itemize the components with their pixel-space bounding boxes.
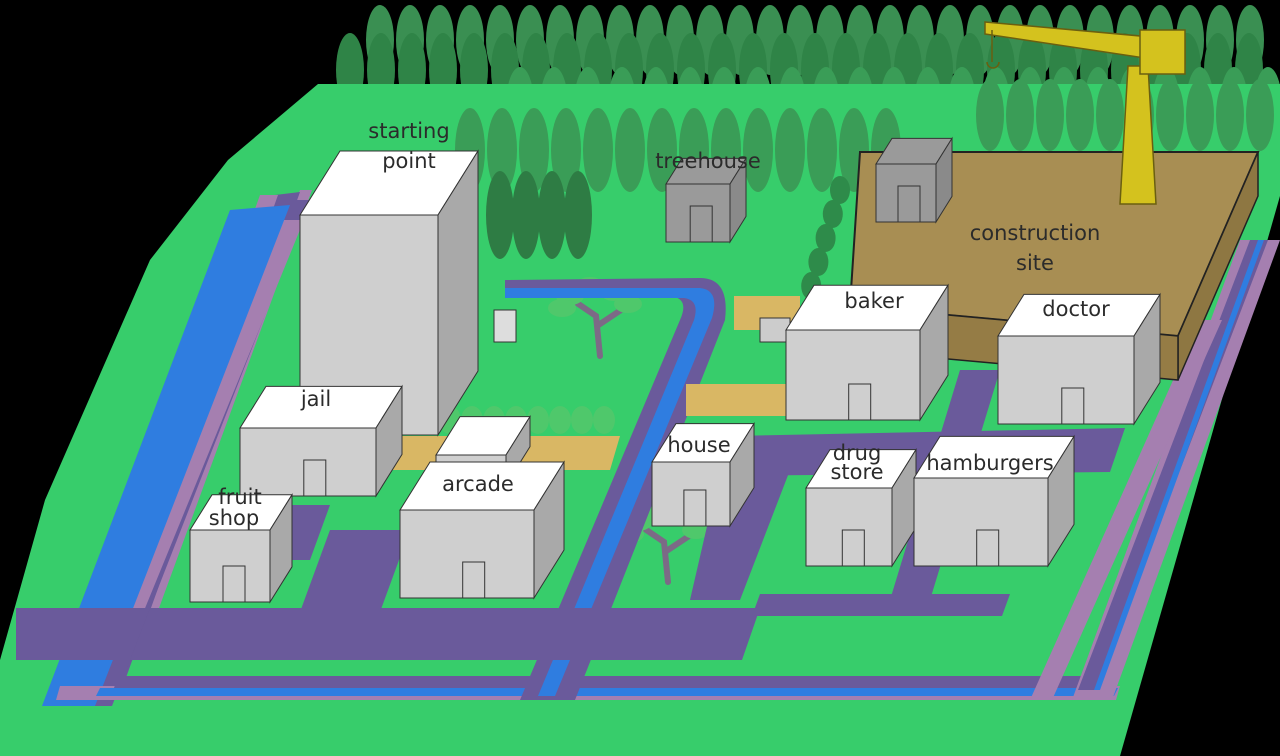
door-icon <box>303 459 327 497</box>
bottom-road <box>114 676 1120 688</box>
bush-icon <box>527 406 549 434</box>
doctor-label: doctor <box>1042 297 1110 321</box>
bush-icon <box>808 248 829 276</box>
treehouse-label: treehouse <box>655 149 761 173</box>
door-icon <box>689 205 713 243</box>
river <box>42 205 290 706</box>
tree-icon <box>807 108 837 192</box>
jail-label: jail <box>300 387 331 411</box>
tree-icon <box>538 171 566 259</box>
starting-point-label-1: starting <box>368 119 449 143</box>
tree-icon <box>976 79 1004 151</box>
bottom-river <box>96 688 1118 696</box>
right-stream <box>1094 240 1264 690</box>
center-river <box>505 288 715 696</box>
construction-shed[interactable] <box>875 136 953 224</box>
tree-icon <box>1096 79 1124 151</box>
tree-icon <box>512 171 540 259</box>
kiosk <box>493 309 517 343</box>
door-icon <box>683 489 707 527</box>
bush-icon <box>822 200 843 228</box>
tree-icon <box>564 171 592 259</box>
treehouse-building[interactable] <box>665 156 747 244</box>
lower-road <box>130 608 760 660</box>
door-icon <box>1061 387 1085 425</box>
tree-icon <box>519 108 549 192</box>
arcade-label: arcade <box>442 472 514 496</box>
right-lower-road <box>752 594 1010 616</box>
tree-icon <box>1186 79 1214 151</box>
door-icon <box>841 529 865 567</box>
crane-icon <box>984 21 1186 205</box>
door-icon <box>462 561 486 599</box>
door-icon <box>897 185 921 223</box>
tree-icon <box>775 108 805 192</box>
drug-store-label-2: store <box>830 460 883 484</box>
buildings <box>189 136 1161 604</box>
bush-icon <box>571 406 593 434</box>
tree-icon <box>486 171 514 259</box>
tree-icon <box>1006 79 1034 151</box>
house-label: house <box>667 433 730 457</box>
fruit-shop-building[interactable] <box>189 493 293 604</box>
tree-icon <box>1216 79 1244 151</box>
tree-icon <box>487 108 517 192</box>
tree-icon <box>615 108 645 192</box>
forest-front <box>439 79 1274 585</box>
fruit-shop-label-2: shop <box>209 506 259 530</box>
drug-store-label-1: drug <box>833 441 882 465</box>
door-icon <box>848 383 872 421</box>
bush-icon <box>549 406 571 434</box>
fruit-shop-label-1: fruit <box>218 485 261 509</box>
tree-icon <box>1036 79 1064 151</box>
doctor-building[interactable] <box>997 292 1161 426</box>
baker-building[interactable] <box>785 283 949 422</box>
hamburgers-label: hamburgers <box>926 451 1053 475</box>
tree-icon <box>583 108 613 192</box>
door-icon <box>222 565 246 603</box>
starting-point-label-2: point <box>382 149 436 173</box>
right-sidewalk-2 <box>1030 320 1222 700</box>
jail-building[interactable] <box>239 384 403 498</box>
construction-site-label-1: construction <box>970 221 1101 245</box>
drug-store-building[interactable] <box>805 447 917 568</box>
baker-label: baker <box>844 289 904 313</box>
arcade-building[interactable] <box>399 460 565 600</box>
tree-icon <box>1066 79 1094 151</box>
door-icon <box>976 529 1000 567</box>
tree-icon <box>551 108 581 192</box>
tree-icon <box>1156 79 1184 151</box>
hedge <box>686 384 786 416</box>
arcade-road <box>300 530 410 612</box>
tree-icon <box>1246 79 1274 151</box>
construction-site-label-2: site <box>1016 251 1054 275</box>
kiosk <box>759 317 791 343</box>
house-building[interactable] <box>651 421 755 528</box>
bush-icon <box>593 406 615 434</box>
hamburgers-building[interactable] <box>913 434 1075 568</box>
bush-icon <box>815 224 836 252</box>
bush-icon <box>830 176 850 204</box>
tree-icon <box>647 108 677 192</box>
tree-icon <box>743 108 773 192</box>
bridge-road <box>16 608 150 660</box>
